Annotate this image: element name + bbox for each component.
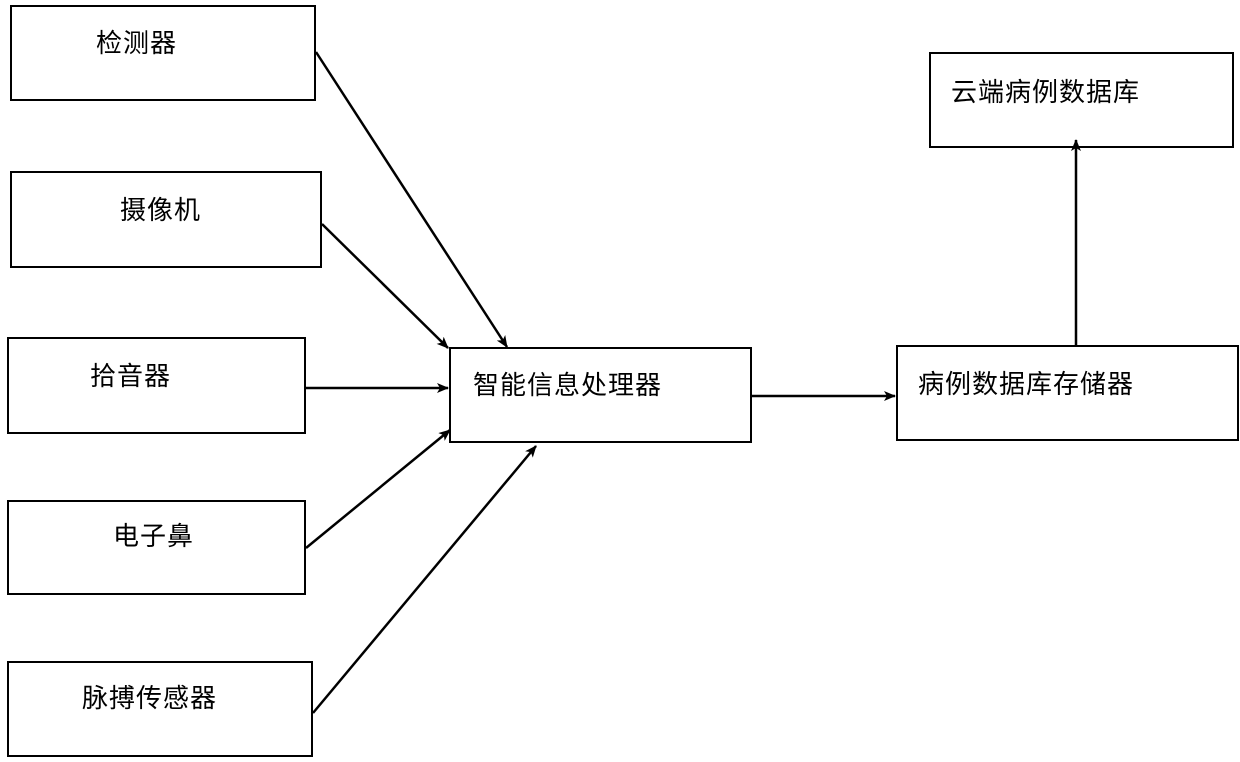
arrow-detector-to-processor	[316, 52, 507, 347]
arrow-enose-to-processor	[306, 430, 450, 548]
arrow-pulse-to-processor	[313, 446, 536, 713]
arrow-camera-to-processor	[322, 224, 448, 348]
